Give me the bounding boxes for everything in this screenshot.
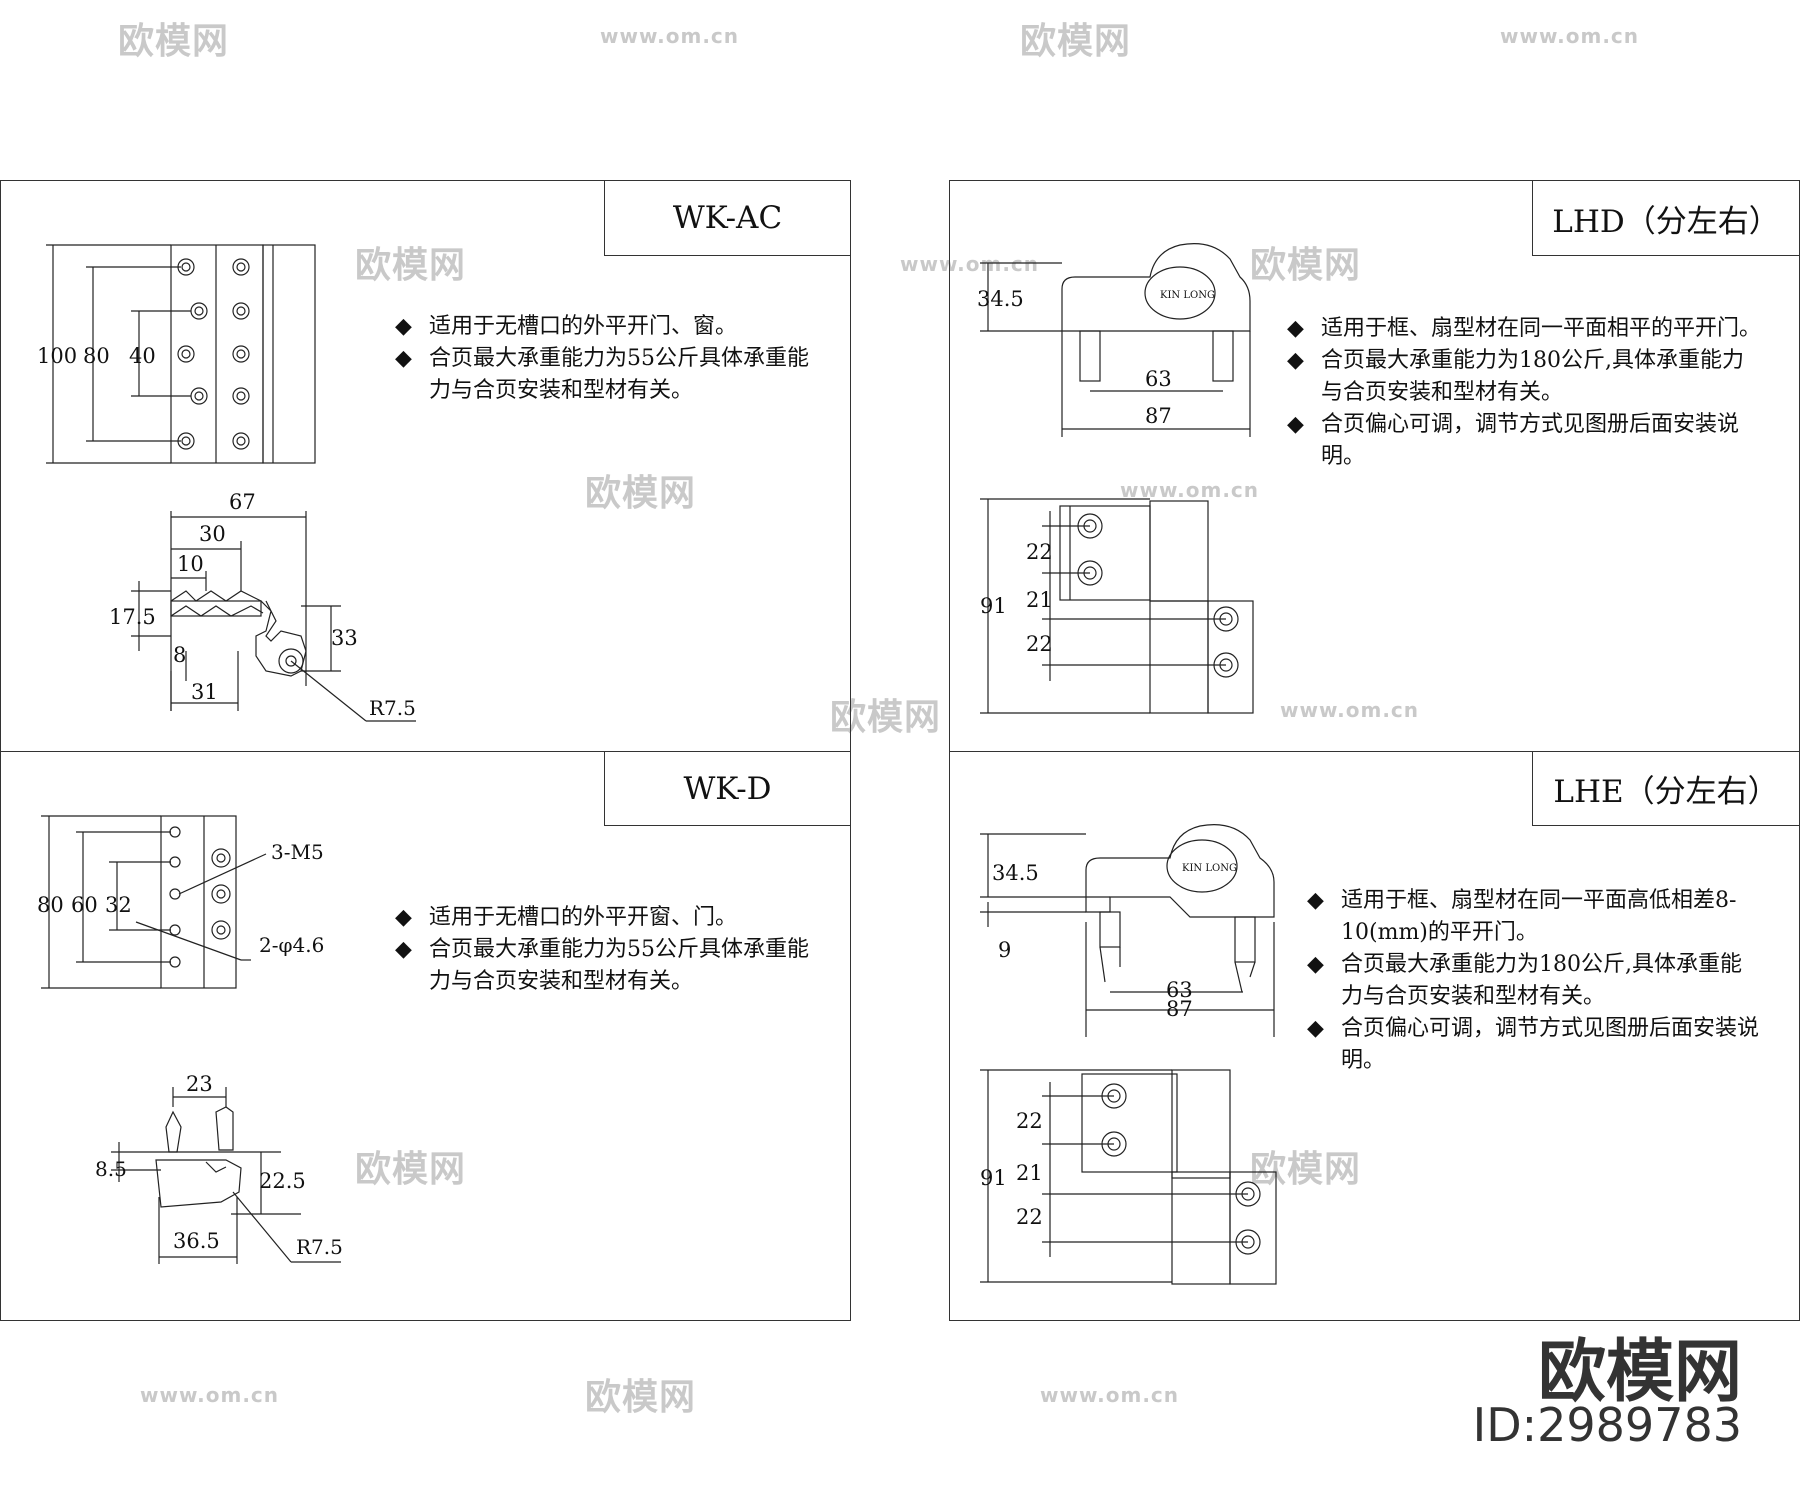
diamond-bullet-icon: ◆ [395,314,412,339]
description-item: ◆合页偏心可调，调节方式见图册后面安装说明。 [1287,409,1767,473]
hinge-drawing-lhe: KIN LONG 34.5 9 63 87 91 22 21 22 [980,824,1277,1285]
hinge-leaf [160,815,237,989]
watermark-logo: 欧模网 [585,1377,697,1418]
id-stamp: ID:2989783 [1472,1398,1742,1452]
dimension-label: 91 [980,1166,1007,1190]
description-item: ◆合页最大承重能力为180公斤,具体承重能力与合页安装和型材有关。 [1287,345,1767,409]
dimension-label: 36.5 [173,1229,220,1253]
diamond-bullet-icon: ◆ [1307,952,1324,977]
description-list: ◆适用于无槽口的外平开门、窗。 ◆合页最大承重能力为55公斤具体承重能力与合页安… [395,311,835,407]
dimension-label: 80 [37,893,64,917]
hinge-drawing-wk-ac: 100 80 40 67 30 10 17.5 8 31 33 R7.5 [37,244,416,722]
dimension-label: 21 [1016,1161,1043,1185]
dimension-label: 22 [1026,632,1053,656]
panel-title: LHD（分左右） [1532,180,1800,256]
watermark-url: www.om.cn [900,252,1040,276]
watermark-logo: 欧模网 [118,21,230,62]
description-item: ◆合页最大承重能力为55公斤具体承重能力与合页安装和型材有关。 [395,343,835,407]
dimension-label: 60 [71,893,98,917]
description-item: ◆适用于无槽口的外平开窗、门。 [395,902,835,934]
panel-wk-ac: WK-AC ◆适用于无槽口的外平开门、窗。 ◆合页最大承重能力为55公斤具体承重… [0,180,851,752]
watermark-logo: 欧模网 [1250,1149,1362,1190]
panel-lhd: LHD（分左右） ◆适用于框、扇型材在同一平面相平的平开门。 ◆合页最大承重能力… [949,180,1800,752]
dimension-label: 67 [229,490,256,514]
watermark-url: www.om.cn [140,1383,280,1407]
dimension-label: 63 [1166,978,1193,1002]
diamond-bullet-icon: ◆ [395,905,412,930]
watermark-logo: 欧模网 [1250,245,1362,286]
dimension-label: R7.5 [296,1235,343,1259]
dimension-label: 33 [331,626,358,650]
dimension-label: 32 [105,893,132,917]
description-item: ◆适用于框、扇型材在同一平面相平的平开门。 [1287,313,1767,345]
hinge-drawing-wk-d: 80 60 32 3-M5 2-φ4.6 23 8.5 22.5 36.5 R7… [37,815,343,1264]
dimension-label: 17.5 [109,605,156,629]
watermark-logo: 欧模网 [355,245,467,286]
diamond-bullet-icon: ◆ [1287,412,1304,437]
description-item: ◆合页最大承重能力为55公斤具体承重能力与合页安装和型材有关。 [395,934,835,998]
watermark-logo: 欧模网 [585,473,697,514]
watermark-url: www.om.cn [1120,478,1260,502]
watermark-url: www.om.cn [1040,1383,1180,1407]
diamond-bullet-icon: ◆ [1287,348,1304,373]
hinge-body [1061,243,1251,332]
watermark-logo: 欧模网 [1020,21,1132,62]
dimension-label: 22 [1026,540,1053,564]
dimension-label: 40 [129,344,156,368]
panel-lhe: LHE（分左右） ◆适用于框、扇型材在同一平面高低相差8-10(mm)的平开门。… [949,751,1800,1321]
dimension-label: 87 [1166,997,1193,1021]
dimension-label: 23 [186,1072,213,1096]
dimension-label: 91 [980,594,1007,618]
dimension-label: 8.5 [95,1157,127,1181]
dimension-label: 3-M5 [271,840,324,864]
brand-stamp: 欧模网 [1537,1333,1742,1412]
diamond-bullet-icon: ◆ [1307,1016,1324,1041]
dimension-label: 8 [173,643,186,667]
panel-title: LHE（分左右） [1532,751,1800,826]
watermark-url: www.om.cn [1500,24,1640,48]
panel-title: WK-AC [604,180,851,256]
diamond-bullet-icon: ◆ [1307,888,1324,913]
dimension-label: 87 [1145,404,1172,428]
description-list: ◆适用于框、扇型材在同一平面相平的平开门。 ◆合页最大承重能力为180公斤,具体… [1287,313,1767,473]
watermark-logo: 欧模网 [355,1149,467,1190]
hinge-body [1085,824,1275,918]
panel-wk-d: WK-D ◆适用于无槽口的外平开窗、门。 ◆合页最大承重能力为55公斤具体承重能… [0,751,851,1321]
description-list: ◆适用于框、扇型材在同一平面高低相差8-10(mm)的平开门。 ◆合页最大承重能… [1307,885,1767,1077]
hinge-knuckle [262,244,316,464]
dimension-label: 2-φ4.6 [259,933,324,957]
dimension-label: 34.5 [977,287,1024,311]
diamond-bullet-icon: ◆ [395,346,412,371]
diamond-bullet-icon: ◆ [395,937,412,962]
dimension-label: 9 [998,938,1011,962]
watermark-logo: 欧模网 [830,697,942,738]
dimension-label: 31 [191,680,218,704]
dimension-label: 22 [1016,1205,1043,1229]
description-list: ◆适用于无槽口的外平开窗、门。 ◆合页最大承重能力为55公斤具体承重能力与合页安… [395,902,835,998]
panel-title: WK-D [604,751,851,826]
dimension-label: 10 [177,552,204,576]
description-item: ◆合页偏心可调，调节方式见图册后面安装说明。 [1307,1013,1767,1077]
description-item: ◆合页最大承重能力为180公斤,具体承重能力与合页安装和型材有关。 [1307,949,1767,1013]
brand-label: KIN LONG [1160,290,1215,301]
hinge-drawing-lhd: KIN LONG 34.5 63 87 91 22 21 22 [977,243,1254,714]
dimension-label: R7.5 [369,696,416,720]
watermark-url: www.om.cn [1280,698,1420,722]
dimension-label: 30 [199,522,226,546]
watermark-url: www.om.cn [600,24,740,48]
brand-label: KIN LONG [1182,863,1237,874]
description-item: ◆适用于框、扇型材在同一平面高低相差8-10(mm)的平开门。 [1307,885,1767,949]
description-item: ◆适用于无槽口的外平开门、窗。 [395,311,835,343]
dimension-label: 34.5 [992,861,1039,885]
dimension-label: 100 [37,344,77,368]
diamond-bullet-icon: ◆ [1287,316,1304,341]
dimension-label: 80 [83,344,110,368]
dimension-label: 22 [1016,1109,1043,1133]
dimension-label: 63 [1145,367,1172,391]
dimension-label: 21 [1026,588,1053,612]
dimension-label: 22.5 [259,1169,306,1193]
